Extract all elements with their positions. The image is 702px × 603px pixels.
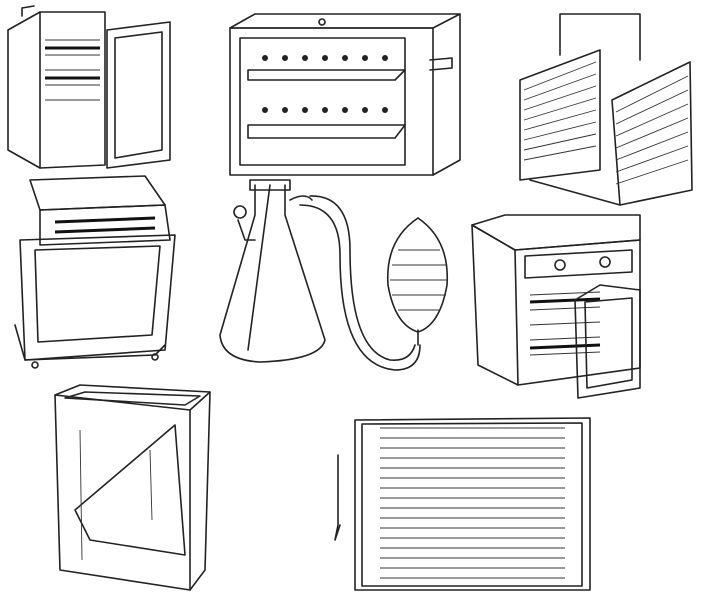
chromatography-plate (334, 417, 591, 591)
chromatography-tank-open-lid (14, 175, 176, 369)
plate-drying-rack (519, 13, 693, 206)
shelf-holes (262, 55, 388, 113)
plate-lanes (380, 427, 565, 579)
glass-chromatography-tank (54, 384, 211, 591)
laboratory-oven-open-door (471, 214, 641, 399)
incubator-cabinet-shelves (229, 13, 461, 176)
drying-cabinet-open-door (7, 5, 171, 169)
suction-flask-with-bulb (219, 179, 449, 371)
